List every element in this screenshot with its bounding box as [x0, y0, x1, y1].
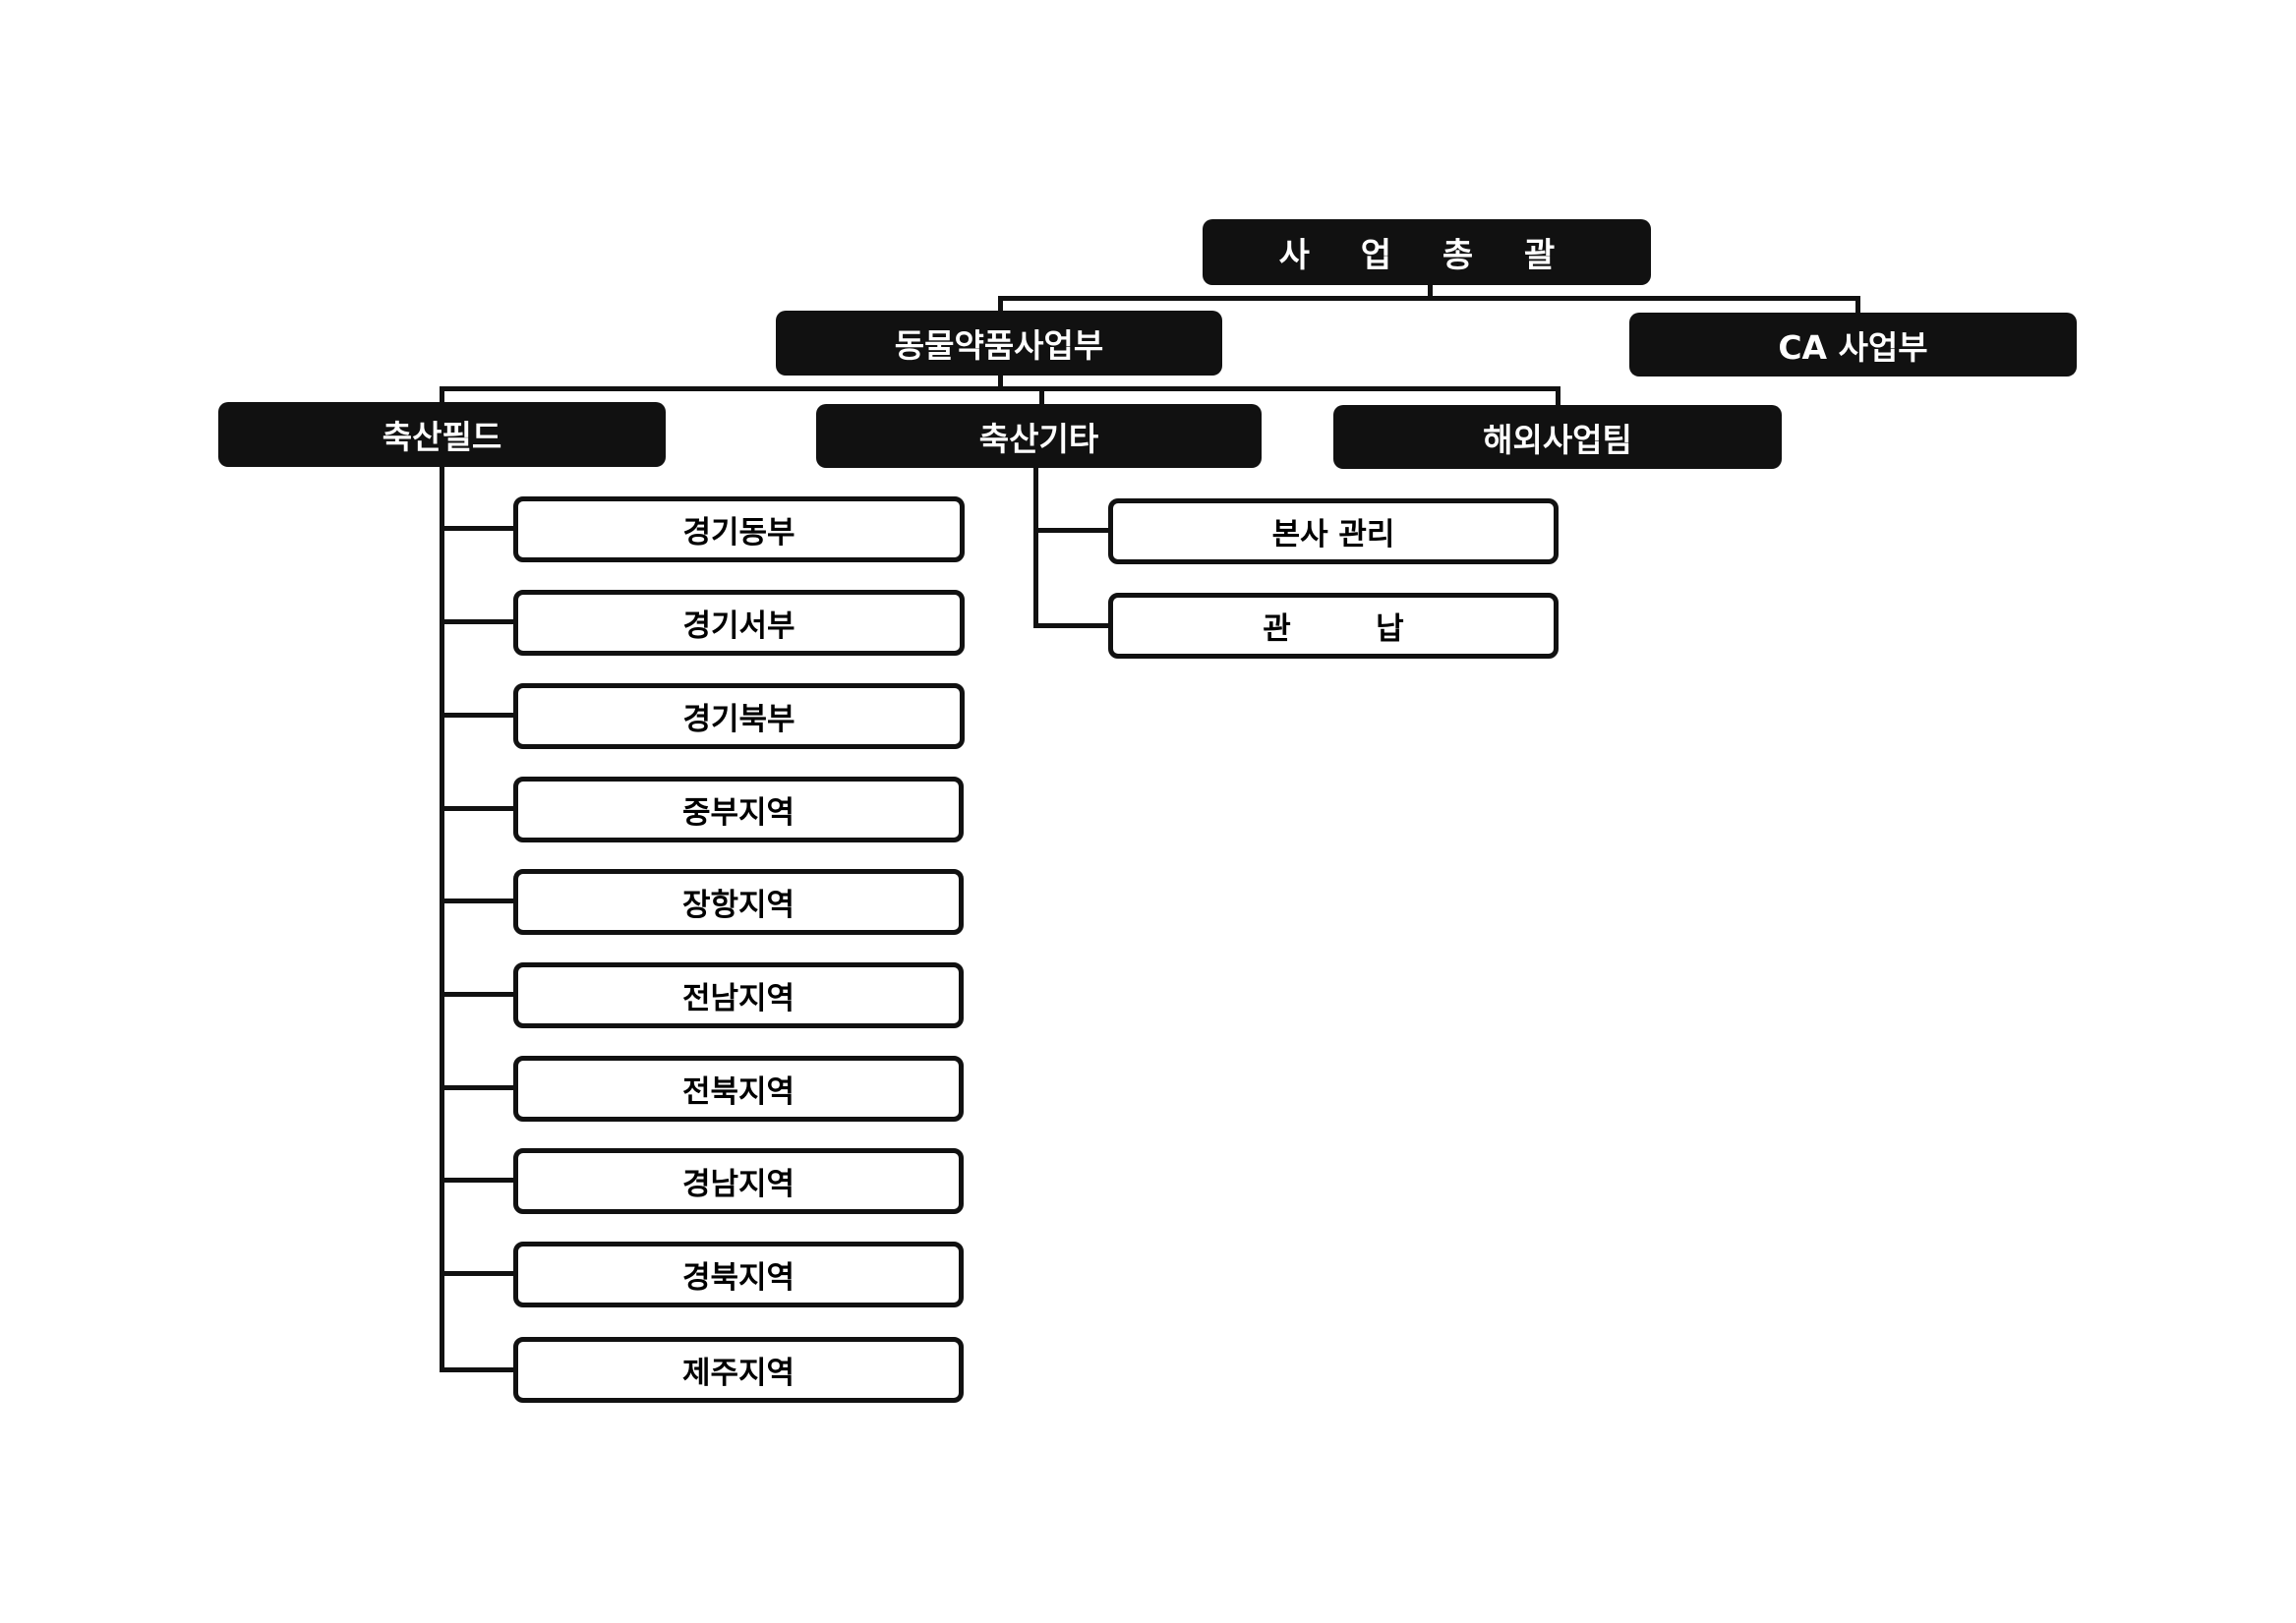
- branch-other-1: [1033, 528, 1108, 533]
- region-gyeongbuk: 경북지역: [513, 1242, 964, 1307]
- division-animal-pharma: 동물약품사업부: [776, 311, 1222, 376]
- top-node-business-general: 사 업 총 괄: [1203, 219, 1651, 285]
- branch-field-5: [440, 898, 513, 903]
- team-livestock-field: 축산필드: [218, 402, 666, 467]
- region-gyeonggi-west: 경기서부: [513, 590, 965, 656]
- region-gyeongnam: 경남지역: [513, 1148, 964, 1214]
- branch-field-2: [440, 619, 513, 624]
- region-jeju: 제주지역: [513, 1337, 964, 1403]
- connector-top-down: [1428, 285, 1433, 300]
- team-livestock-other: 축산기타: [816, 404, 1262, 468]
- connector-other-trunk: [1033, 468, 1038, 628]
- unit-hq-management: 본사 관리: [1108, 498, 1559, 564]
- unit-government-supply: 관 납: [1108, 593, 1559, 659]
- connector-animal-down: [998, 376, 1003, 389]
- connector-to-animal-division: [998, 296, 1003, 316]
- connector-division-bar: [998, 296, 1860, 301]
- region-janghang: 장항지역: [513, 869, 964, 935]
- region-gyeonggi-north: 경기북부: [513, 683, 965, 749]
- connector-team-bar: [442, 386, 1560, 391]
- division-ca: CA 사업부: [1629, 313, 2077, 377]
- region-jeonbuk: 전북지역: [513, 1056, 964, 1122]
- branch-field-8: [440, 1178, 513, 1183]
- connector-to-ca-division: [1855, 296, 1860, 316]
- region-gyeonggi-east: 경기동부: [513, 496, 965, 562]
- branch-other-2: [1033, 623, 1108, 628]
- connector-to-livestock-other: [1039, 386, 1044, 406]
- branch-field-1: [440, 526, 513, 531]
- branch-field-7: [440, 1085, 513, 1090]
- region-jeonnam: 전남지역: [513, 962, 964, 1028]
- team-overseas: 해외사업팀: [1333, 405, 1782, 469]
- branch-field-6: [440, 992, 513, 997]
- connector-to-overseas: [1556, 386, 1560, 406]
- branch-field-10: [440, 1367, 513, 1372]
- branch-field-9: [440, 1271, 513, 1276]
- region-central: 중부지역: [513, 777, 964, 842]
- connector-field-trunk: [440, 386, 444, 1372]
- branch-field-4: [440, 806, 513, 811]
- branch-field-3: [440, 713, 513, 718]
